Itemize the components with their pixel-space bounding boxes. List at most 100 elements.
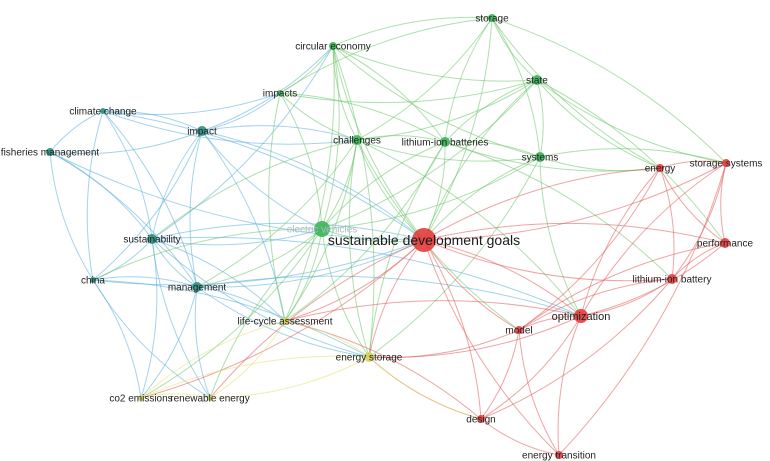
node-systems[interactable]: [535, 152, 545, 162]
node-performance[interactable]: [720, 238, 730, 248]
node-life-cycle-assessment[interactable]: [281, 317, 289, 325]
label-china[interactable]: china: [81, 276, 105, 287]
edge-design-energy-transition: [480, 418, 560, 456]
edge-climate-change-impacts: [102, 92, 281, 116]
edge-optimization-energy-storage: [368, 315, 582, 358]
edge-storage-energy: [491, 17, 661, 169]
node-renewable-energy[interactable]: [207, 395, 213, 401]
node-energy[interactable]: [656, 164, 664, 172]
node-circular-economy[interactable]: [329, 42, 337, 50]
edge-systems-storage-systems: [539, 148, 727, 164]
edge-model-design: [480, 329, 520, 420]
label-state[interactable]: state: [526, 76, 548, 87]
edge-impact-life-cycle-assessment: [201, 130, 286, 322]
label-sustainability[interactable]: sustainability: [123, 235, 180, 246]
edge-management-life-cycle-assessment: [196, 286, 286, 322]
edge-china-sustainable-development-goals: [92, 239, 425, 286]
edge-impact-management: [189, 130, 203, 288]
label-storage-systems[interactable]: storage systems: [690, 159, 763, 170]
edge-china-co2-emissions: [92, 279, 142, 399]
label-sustainable-development-goals[interactable]: sustainable development goals: [328, 232, 520, 248]
edge-state-challenges: [356, 79, 538, 141]
edge-performance-model: [518, 242, 726, 331]
node-energy-transition[interactable]: [555, 451, 563, 459]
label-lithium-ion-batteries[interactable]: lithium-ion batteries: [402, 138, 489, 149]
node-state[interactable]: [532, 75, 542, 85]
edge-life-cycle-assessment-energy-storage: [284, 320, 370, 358]
node-lithium-ion-battery[interactable]: [667, 274, 677, 284]
edge-lithium-ion-batteries-systems: [444, 140, 541, 158]
node-optimization[interactable]: [574, 309, 588, 323]
label-electric-vehicles[interactable]: electric vehicles: [287, 225, 358, 236]
label-performance[interactable]: performance: [697, 239, 754, 250]
node-climate-change[interactable]: [100, 108, 106, 114]
edge-electric-vehicles-life-cycle-assessment: [284, 228, 323, 322]
label-design[interactable]: design: [466, 415, 495, 426]
edge-systems-optimization: [539, 156, 582, 317]
edge-energy-storage-design: [368, 356, 482, 420]
edge-climate-change-sustainable-development-goals: [102, 110, 425, 241]
node-co2-emissions[interactable]: [138, 395, 144, 401]
label-impacts[interactable]: impacts: [263, 89, 297, 100]
edge-lithium-ion-batteries-lithium-ion-battery: [444, 141, 673, 280]
label-impact[interactable]: impact: [187, 127, 217, 138]
label-co2-emissions[interactable]: co2 emissions: [109, 394, 172, 405]
label-life-cycle-assessment[interactable]: life-cycle assessment: [237, 317, 332, 328]
node-storage[interactable]: [488, 14, 496, 22]
node-impact[interactable]: [197, 126, 207, 136]
label-systems[interactable]: systems: [522, 153, 559, 164]
edge-electric-vehicles-co2-emissions: [140, 228, 323, 399]
node-management[interactable]: [192, 282, 202, 292]
edge-storage-sustainable-development-goals: [423, 17, 493, 241]
edge-sustainability-optimization: [151, 236, 582, 317]
edge-sustainability-management: [151, 238, 198, 288]
node-fisheries-management[interactable]: [46, 148, 54, 156]
edge-systems-energy: [539, 156, 661, 172]
node-challenges[interactable]: [352, 135, 362, 145]
label-climate-change[interactable]: climate change: [69, 107, 137, 118]
edge-sustainable-development-goals-lithium-ion-battery: [423, 239, 673, 282]
edge-co2-emissions-renewable-energy: [140, 393, 211, 399]
edge-lithium-ion-battery-design: [480, 278, 673, 420]
label-layer: climate change impact fisheries management…: [1, 14, 763, 461]
edge-climate-change-impact: [102, 110, 203, 132]
edge-circular-economy-sustainable-development-goals: [332, 45, 425, 241]
edge-management-renewable-energy: [194, 286, 211, 399]
label-renewable-energy[interactable]: renewable energy: [170, 394, 250, 405]
edge-state-performance: [536, 79, 726, 244]
node-sustainability[interactable]: [147, 234, 157, 244]
node-storage-systems[interactable]: [722, 159, 730, 167]
edge-systems-energy-storage: [368, 156, 541, 358]
label-energy-storage[interactable]: energy storage: [336, 353, 403, 364]
label-circular-economy[interactable]: circular economy: [295, 42, 371, 53]
node-china[interactable]: [90, 277, 96, 283]
edge-model-energy-transition: [518, 329, 560, 456]
node-lithium-ion-batteries[interactable]: [440, 137, 450, 147]
label-fisheries-management[interactable]: fisheries management: [1, 148, 100, 159]
edge-management-energy-storage: [196, 286, 370, 358]
node-model[interactable]: [515, 326, 523, 334]
label-storage[interactable]: storage: [475, 14, 509, 25]
edge-state-energy: [536, 79, 661, 169]
label-management[interactable]: management: [168, 283, 227, 294]
edge-fisheries-management-sustainable-development-goals: [49, 151, 425, 241]
node-sustainable-development-goals[interactable]: [412, 228, 436, 252]
label-energy-transition[interactable]: energy transition: [522, 451, 596, 461]
edge-fisheries-management-sustainability: [49, 151, 153, 240]
label-energy[interactable]: energy: [645, 164, 676, 175]
node-impacts[interactable]: [277, 90, 283, 96]
edge-storage-lithium-ion-batteries: [444, 17, 493, 143]
edge-impact-impacts: [201, 92, 281, 132]
edge-sustainable-development-goals-co2-emissions: [140, 239, 425, 399]
label-challenges[interactable]: challenges: [333, 136, 381, 147]
label-optimization[interactable]: optimization: [552, 311, 611, 323]
edge-sustainability-life-cycle-assessment: [151, 238, 286, 322]
node-design[interactable]: [477, 415, 485, 423]
label-model[interactable]: model: [505, 326, 532, 337]
node-energy-storage[interactable]: [364, 352, 374, 362]
edge-circular-economy-electric-vehicles: [321, 45, 340, 230]
edge-storage-systems-energy-transition: [558, 162, 727, 456]
node-electric-vehicles[interactable]: [314, 221, 330, 237]
label-lithium-ion-battery[interactable]: lithium-ion battery: [633, 275, 712, 286]
